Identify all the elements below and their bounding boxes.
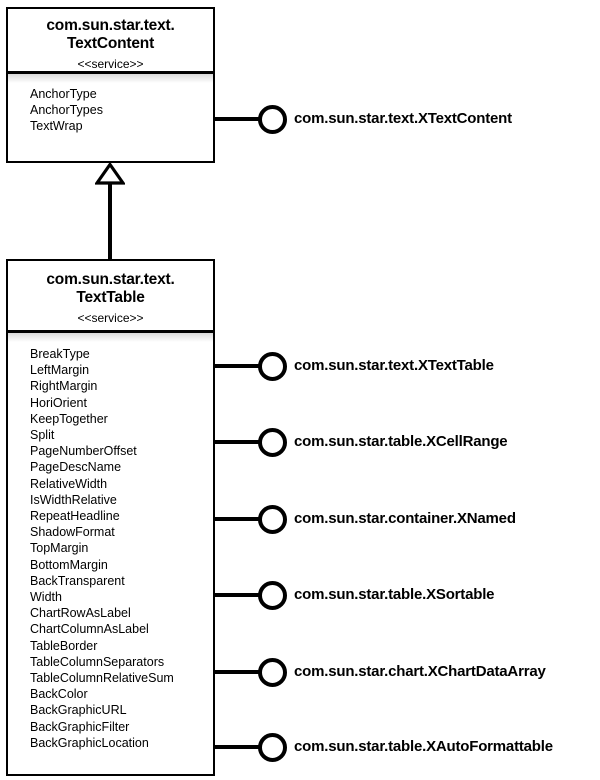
- lollipop-stem: [215, 517, 259, 521]
- service-title-line1: com.sun.star.text.: [46, 17, 175, 34]
- property-item: AnchorTypes: [30, 103, 103, 118]
- properties-compartment: AnchorType AnchorTypes TextWrap: [8, 74, 213, 135]
- service-box-textcontent: com.sun.star.text. TextContent <<service…: [6, 7, 215, 163]
- stereotype-label: <<service>>: [77, 57, 144, 71]
- lollipop-stem: [215, 670, 259, 674]
- lollipop-circle-icon: [258, 428, 287, 457]
- property-item: RelativeWidth: [30, 476, 108, 491]
- property-item: TopMargin: [30, 541, 89, 556]
- interface-label: com.sun.star.text.XTextContent: [294, 110, 512, 127]
- service-box-header: com.sun.star.text. TextTable <<service>>: [8, 261, 213, 333]
- lollipop-circle-icon: [258, 581, 287, 610]
- lollipop-circle-icon: [258, 658, 287, 687]
- property-item: HoriOrient: [30, 395, 87, 410]
- service-box-texttable: com.sun.star.text. TextTable <<service>>…: [6, 259, 215, 776]
- interface-label: com.sun.star.table.XCellRange: [294, 433, 508, 450]
- lollipop-circle-icon: [258, 733, 287, 762]
- lollipop-circle-icon: [258, 505, 287, 534]
- property-item: RepeatHeadline: [30, 509, 120, 524]
- properties-compartment: BreakType LeftMargin RightMargin HoriOri…: [8, 333, 213, 752]
- lollipop-stem: [215, 364, 259, 368]
- property-item: ShadowFormat: [30, 525, 115, 540]
- property-item: ChartColumnAsLabel: [30, 622, 149, 637]
- property-item: BreakType: [30, 347, 90, 361]
- property-item: BackGraphicURL: [30, 703, 127, 718]
- interface-label: com.sun.star.table.XSortable: [294, 586, 495, 603]
- property-item: Width: [30, 590, 62, 605]
- lollipop-stem: [215, 117, 259, 121]
- service-box-header: com.sun.star.text. TextContent <<service…: [8, 9, 213, 74]
- property-item: Split: [30, 428, 55, 443]
- property-item: TableColumnRelativeSum: [30, 671, 174, 686]
- service-title-line2: TextContent: [66, 35, 155, 52]
- property-item: IsWidthRelative: [30, 492, 117, 507]
- service-title-line2: TextTable: [76, 289, 145, 306]
- lollipop-stem: [215, 593, 259, 597]
- property-item: TextWrap: [30, 119, 83, 134]
- interface-label: com.sun.star.table.XAutoFormattable: [294, 738, 553, 755]
- property-item: BackColor: [30, 687, 88, 702]
- lollipop-circle-icon: [258, 352, 287, 381]
- interface-label: com.sun.star.text.XTextTable: [294, 357, 494, 374]
- property-item: BackGraphicFilter: [30, 719, 130, 734]
- interface-label: com.sun.star.chart.XChartDataArray: [294, 663, 546, 680]
- interface-label: com.sun.star.container.XNamed: [294, 510, 516, 527]
- property-item: TableBorder: [30, 638, 98, 653]
- property-item: LeftMargin: [30, 363, 90, 378]
- property-item: BottomMargin: [30, 557, 108, 572]
- stereotype-label: <<service>>: [77, 311, 144, 325]
- service-title: com.sun.star.text. TextContent: [8, 17, 213, 53]
- lollipop-stem: [215, 440, 259, 444]
- property-item: PageDescName: [30, 460, 122, 475]
- generalization-triangle-icon: [95, 162, 125, 185]
- property-item: AnchorType: [30, 87, 97, 101]
- lollipop-stem: [215, 745, 259, 749]
- property-item: ChartRowAsLabel: [30, 606, 131, 621]
- generalization-stem: [108, 183, 112, 259]
- service-title-line1: com.sun.star.text.: [46, 271, 175, 288]
- property-item: TableColumnSeparators: [30, 654, 165, 669]
- property-item: KeepTogether: [30, 411, 108, 426]
- property-item: BackGraphicLocation: [30, 735, 149, 750]
- lollipop-circle-icon: [258, 105, 287, 134]
- property-item: BackTransparent: [30, 573, 125, 588]
- property-item: RightMargin: [30, 379, 98, 394]
- service-title: com.sun.star.text. TextTable: [8, 271, 213, 307]
- property-item: PageNumberOffset: [30, 444, 137, 459]
